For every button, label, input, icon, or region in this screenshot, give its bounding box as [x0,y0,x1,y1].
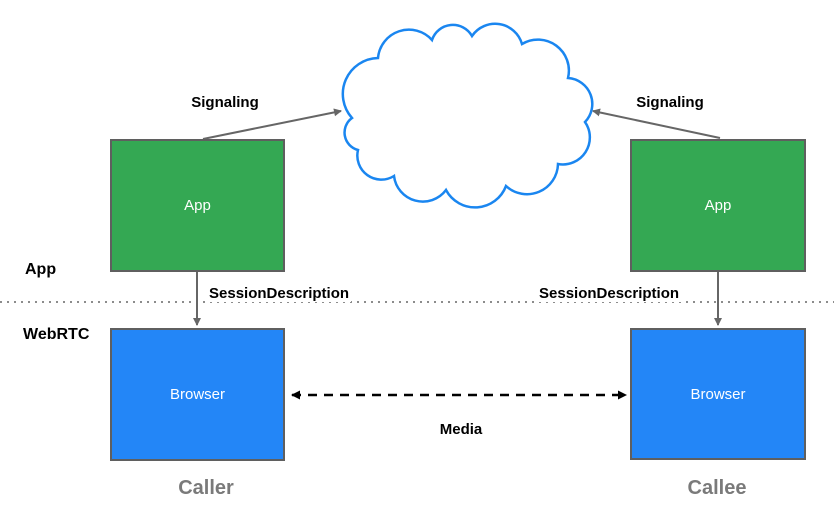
caller-role-label: Caller [178,477,234,499]
signaling-cloud-icon [341,22,594,209]
node-caller-browser: Browser [110,328,285,461]
node-caller-app: App [110,139,285,272]
node-callee-browser: Browser [630,328,806,460]
callee-sessiondescription-label: SessionDescription [537,285,682,302]
caller-browser-label: Browser [169,386,225,403]
edge-callee-signaling-arrow [592,108,721,139]
layer-app-label: App [25,261,57,278]
callee-role-label: Callee [687,477,747,499]
node-callee-app: App [630,139,806,272]
callee-browser-label: Browser [690,385,746,403]
callee-app-label: App [704,197,732,214]
layer-webrtc-label: WebRTC [23,326,90,343]
caller-signaling-label: Signaling [189,94,261,111]
callee-signaling-label: Signaling [634,94,706,111]
caller-sessiondescription-label: SessionDescription [207,285,352,302]
media-label: Media [437,421,485,438]
edge-caller-signaling-arrow [202,108,342,140]
caller-app-label: App [184,197,211,214]
